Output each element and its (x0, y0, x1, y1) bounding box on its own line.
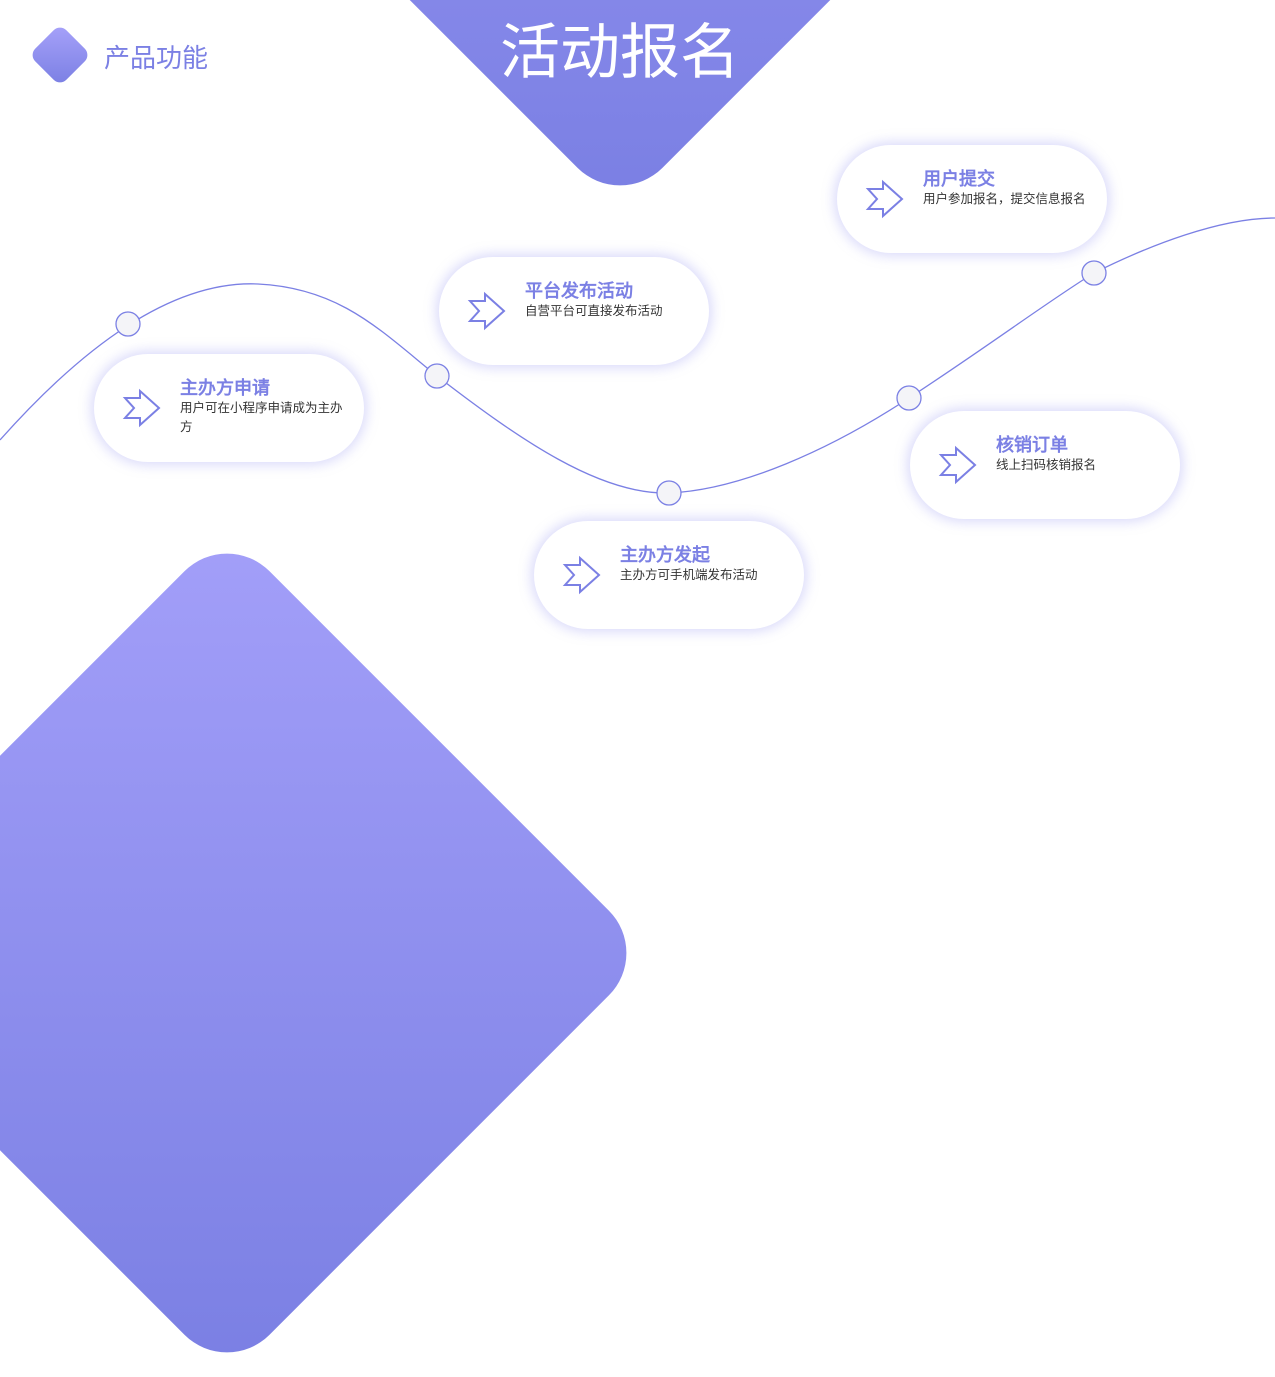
timeline-node (1081, 260, 1107, 286)
step-desc: 线上扫码核销报名 (996, 457, 1097, 472)
step-title: 平台发布活动 (525, 281, 633, 302)
step-desc: 自营平台可直接发布活动 (525, 303, 663, 318)
step-desc: 用户参加报名，提交信息报名 (923, 191, 1086, 206)
section-label: 产品功能 (104, 44, 209, 74)
arrow-right-icon (938, 445, 977, 485)
arrow-right-icon (467, 291, 506, 331)
step-title: 主办方发起 (620, 545, 710, 566)
timeline-node (424, 363, 450, 389)
timeline-node (896, 385, 922, 411)
timeline-node (115, 311, 141, 337)
step-title: 用户提交 (923, 169, 995, 190)
arrow-right-icon (562, 555, 601, 595)
step-title: 核销订单 (996, 435, 1068, 456)
step-desc: 主办方可手机端发布活动 (620, 567, 758, 582)
step-card-organizer: 主办方发起 主办方可手机端发布活动 (534, 521, 804, 629)
step-desc: 用户可在小程序申请成为主办方 (180, 400, 343, 434)
step-card-platform: 平台发布活动 自营平台可直接发布活动 (439, 257, 709, 365)
timeline-node (656, 480, 682, 506)
page-title: 活动报名 (500, 18, 740, 88)
step-card-submit: 用户提交 用户参加报名，提交信息报名 (837, 145, 1107, 253)
step-card-apply: 主办方申请 用户可在小程序申请成为主办方 (94, 354, 364, 462)
step-card-verify: 核销订单 线上扫码核销报名 (910, 411, 1180, 519)
arrow-right-icon (865, 179, 904, 219)
step-title: 主办方申请 (180, 378, 270, 399)
arrow-right-icon (122, 388, 161, 428)
timeline-curve (0, 217, 1275, 506)
